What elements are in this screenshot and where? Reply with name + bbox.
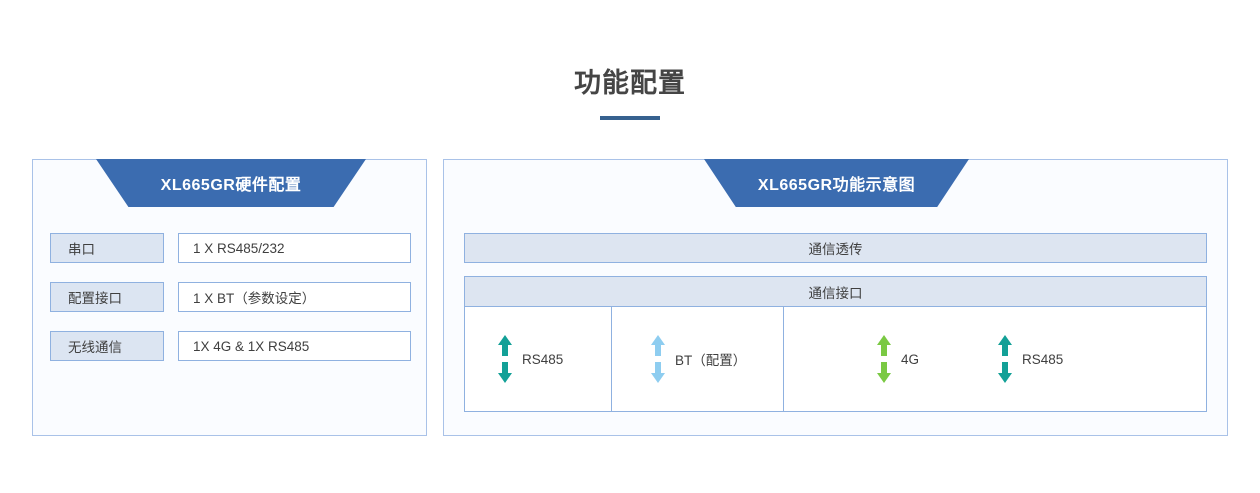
function-diagram-banner: XL665GR功能示意图 (704, 159, 969, 207)
port-label-rs485-serial: RS485 (522, 351, 564, 367)
band-communication-interface: 通信接口 (464, 276, 1207, 306)
port-rs485-wireless: RS485 (997, 335, 1063, 383)
spec-key-serial-port: 串口 (50, 233, 164, 263)
function-diagram: 通信透传 通信接口 RS485 (464, 233, 1207, 412)
port-label-rs485-wireless: RS485 (1022, 351, 1064, 367)
port-4g: 4G (876, 335, 919, 383)
double-arrow-vertical-icon (876, 335, 892, 383)
spec-value-serial-port: 1 X RS485/232 (178, 233, 411, 263)
spec-value-config-interface: 1 X BT（参数设定） (178, 282, 411, 312)
interface-column-bluetooth: BT（配置） (612, 307, 784, 411)
double-arrow-vertical-icon (650, 335, 666, 383)
port-rs485-serial: RS485 (497, 335, 563, 383)
interface-column-serial: RS485 (465, 307, 612, 411)
hardware-spec-list: 串口 1 X RS485/232 配置接口 1 X BT（参数设定） 无线通信 … (50, 233, 411, 380)
function-diagram-panel: XL665GR功能示意图 通信透传 通信接口 RS485 (443, 159, 1228, 436)
spec-row: 串口 1 X RS485/232 (50, 233, 411, 263)
port-label-4g: 4G (901, 351, 920, 367)
spec-row: 配置接口 1 X BT（参数设定） (50, 282, 411, 312)
hardware-config-banner: XL665GR硬件配置 (96, 159, 366, 207)
title-underline-rule (600, 116, 660, 120)
hardware-config-panel: XL665GR硬件配置 串口 1 X RS485/232 配置接口 1 X BT… (32, 159, 427, 436)
spec-row: 无线通信 1X 4G & 1X RS485 (50, 331, 411, 361)
spec-key-wireless: 无线通信 (50, 331, 164, 361)
band-transparent-transmission: 通信透传 (464, 233, 1207, 263)
port-bt-config: BT（配置） (650, 335, 746, 383)
interface-column-wireless: 4G RS485 (784, 307, 1206, 411)
page-title: 功能配置 (574, 68, 686, 98)
spec-key-config-interface: 配置接口 (50, 282, 164, 312)
port-label-bt-config: BT（配置） (675, 353, 747, 368)
double-arrow-vertical-icon (497, 335, 513, 383)
double-arrow-vertical-icon (997, 335, 1013, 383)
interface-columns: RS485 BT（配置） (464, 306, 1207, 412)
spec-value-wireless: 1X 4G & 1X RS485 (178, 331, 411, 361)
page-title-block: 功能配置 (0, 64, 1260, 120)
